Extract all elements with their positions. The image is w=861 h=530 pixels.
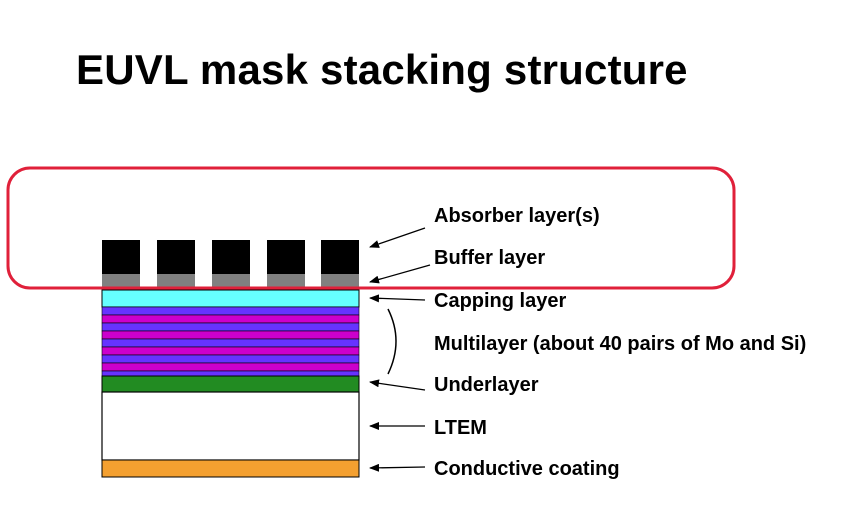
multilayer-stripe [101,338,360,348]
multilayer-bracket [387,308,397,375]
buffer-piece [212,274,250,287]
label-capping: Capping layer [434,290,567,312]
label-multilayer: Multilayer (about 40 pairs of Mo and Si) [434,333,807,355]
ltem-substrate [101,391,360,461]
highlight-box [6,166,736,290]
multilayer-stripe [101,354,360,364]
multilayer-stripe [101,322,360,332]
multilayer-stripe [101,346,360,356]
label-buffer: Buffer layer [434,247,546,269]
absorber-pillar [321,240,359,274]
multilayer-stripe [101,306,360,316]
leader-arrows [369,227,431,472]
arrow-underlayer [369,379,426,391]
buffer-piece [267,274,305,287]
multilayer-stripe [101,314,360,324]
capping-layer [101,289,360,308]
arrow-conductive [369,463,426,472]
label-underlayer: Underlayer [434,374,539,396]
absorber-pillar [267,240,305,274]
absorber-pillars [102,240,359,274]
label-conductive: Conductive coating [434,458,620,480]
buffer-piece [321,274,359,287]
buffer-piece [157,274,195,287]
multilayer-stack [101,306,360,377]
absorber-pillar [102,240,140,274]
buffer-pieces [102,274,359,287]
absorber-pillar [157,240,195,274]
label-ltem: LTEM [434,417,487,439]
buffer-piece [102,274,140,287]
absorber-pillar [212,240,250,274]
page-title: EUVL mask stacking structure [76,46,688,93]
label-absorber: Absorber layer(s) [434,205,600,227]
arrow-buffer [369,264,431,284]
underlayer [101,375,360,393]
multilayer-stripe [101,370,360,377]
multilayer-stripe [101,330,360,340]
arrow-absorber [369,227,426,248]
conductive-coating [101,459,360,478]
multilayer-stripe [101,362,360,372]
arrow-capping [369,294,426,303]
